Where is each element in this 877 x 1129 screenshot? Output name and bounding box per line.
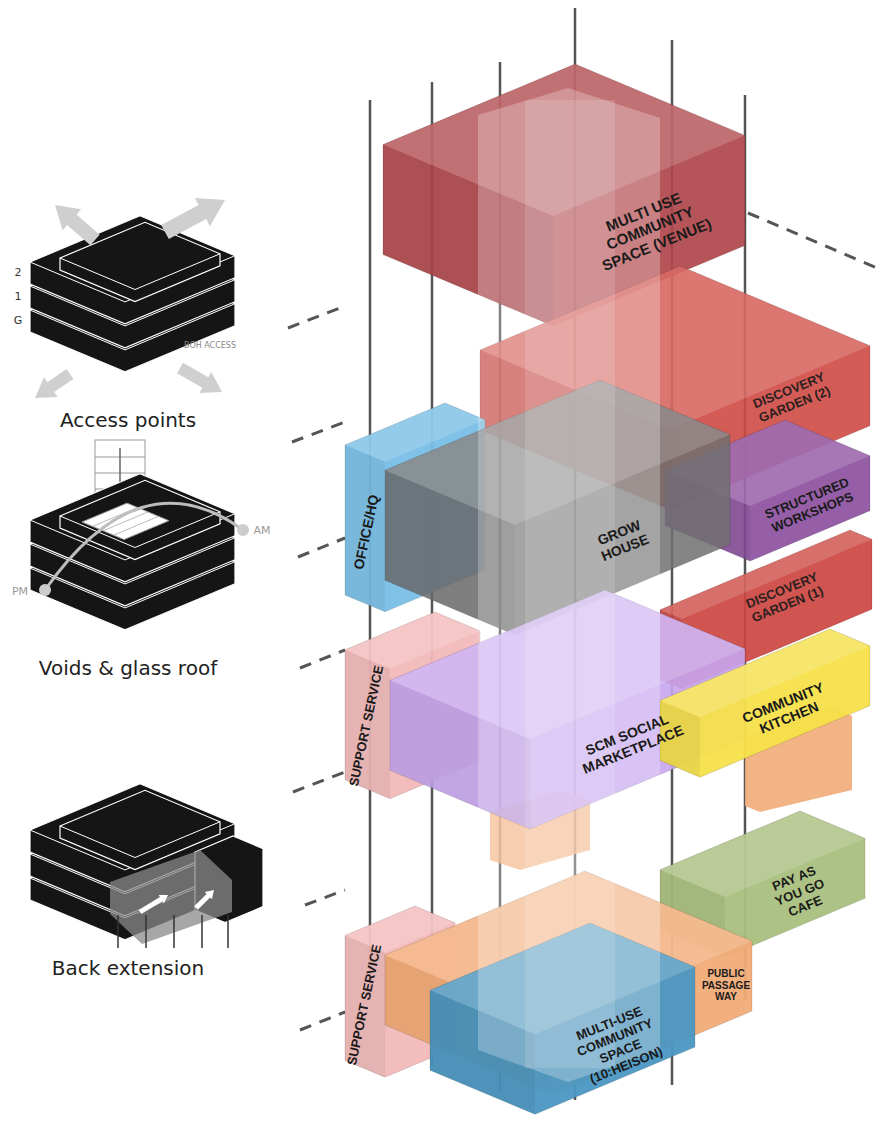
back-extension-illustration	[30, 784, 263, 948]
illustration-note: 2	[15, 267, 22, 279]
illustration-note: AM	[253, 525, 270, 537]
floor-slab	[30, 216, 235, 324]
slab-edge	[60, 254, 220, 290]
direction-arrow	[139, 895, 168, 914]
kitchen-block: COMMUNITY KITCHEN	[660, 629, 870, 777]
illustration-caption: Back extension	[52, 957, 204, 979]
direction-arrow	[35, 369, 73, 398]
floor-level-dashes	[288, 213, 877, 1030]
label-anchor: PM	[12, 586, 28, 598]
grow-house-block: GROW HOUSE	[385, 380, 730, 635]
label-anchor: AM	[253, 525, 270, 537]
label-anchor: BOH ACCESS	[184, 342, 236, 351]
level-dash	[293, 772, 345, 792]
community-space-block: MULTI-USE COMMUNITY SPACE (10:HEISON)	[430, 923, 695, 1114]
level-dash	[748, 213, 877, 268]
direction-arrow	[55, 205, 100, 245]
block-shape	[385, 380, 730, 635]
block-silhouette	[430, 923, 695, 1114]
column	[201, 915, 203, 948]
sun-path	[45, 503, 243, 590]
block-label: PUBLIC PASSAGE WAY	[699, 968, 753, 1003]
block-silhouette	[385, 380, 730, 635]
label-anchor: Access points	[60, 409, 196, 431]
label-anchor: Voids & glass roof	[39, 657, 217, 679]
block-shape	[430, 923, 695, 1114]
block-silhouette	[660, 629, 870, 777]
roof-grid	[114, 516, 159, 535]
floor-slab	[30, 474, 235, 582]
label-anchor: 1	[15, 291, 22, 303]
block-side-face	[383, 145, 553, 326]
level-dash	[292, 422, 345, 442]
illustration-caption: Access points	[60, 409, 196, 431]
level-dash	[305, 890, 345, 905]
sun-dot	[237, 524, 249, 536]
voids-illustration	[30, 440, 249, 630]
block-side-face	[345, 650, 390, 799]
illustration-note: G	[14, 315, 23, 327]
block-edge	[430, 923, 695, 1114]
block-side-face	[390, 680, 530, 829]
illustration-note: 1	[15, 291, 22, 303]
void-core	[525, 100, 615, 1068]
column	[227, 915, 229, 948]
column	[145, 915, 147, 948]
level-dash	[298, 538, 345, 557]
level-dash	[300, 1012, 345, 1030]
column	[117, 915, 119, 948]
direction-arrow	[177, 363, 222, 393]
illustration-note: PM	[12, 586, 28, 598]
block-edge	[660, 629, 870, 777]
direction-arrow	[161, 198, 225, 239]
level-dash	[300, 650, 345, 668]
label-anchor: Back extension	[52, 957, 204, 979]
roof-block	[60, 480, 220, 559]
label-anchor: G	[14, 315, 23, 327]
direction-arrow	[194, 890, 214, 910]
block-side-face	[385, 470, 515, 635]
label-anchor: 2	[15, 267, 22, 279]
illustration-caption: Voids & glass roof	[39, 657, 217, 679]
extension-zone	[110, 850, 232, 944]
block-edge	[385, 380, 730, 635]
block-label-anchor: PUBLIC PASSAGE WAY	[699, 968, 753, 1003]
void-column	[478, 88, 660, 1082]
illustration-note: BOH ACCESS	[184, 342, 236, 351]
column	[173, 915, 175, 948]
level-dash	[288, 306, 345, 328]
sun-dot	[39, 584, 51, 596]
access-points-illustration	[30, 198, 235, 398]
block-side-face	[345, 445, 385, 612]
block-side-face	[660, 700, 700, 777]
block-side-face	[430, 990, 535, 1114]
